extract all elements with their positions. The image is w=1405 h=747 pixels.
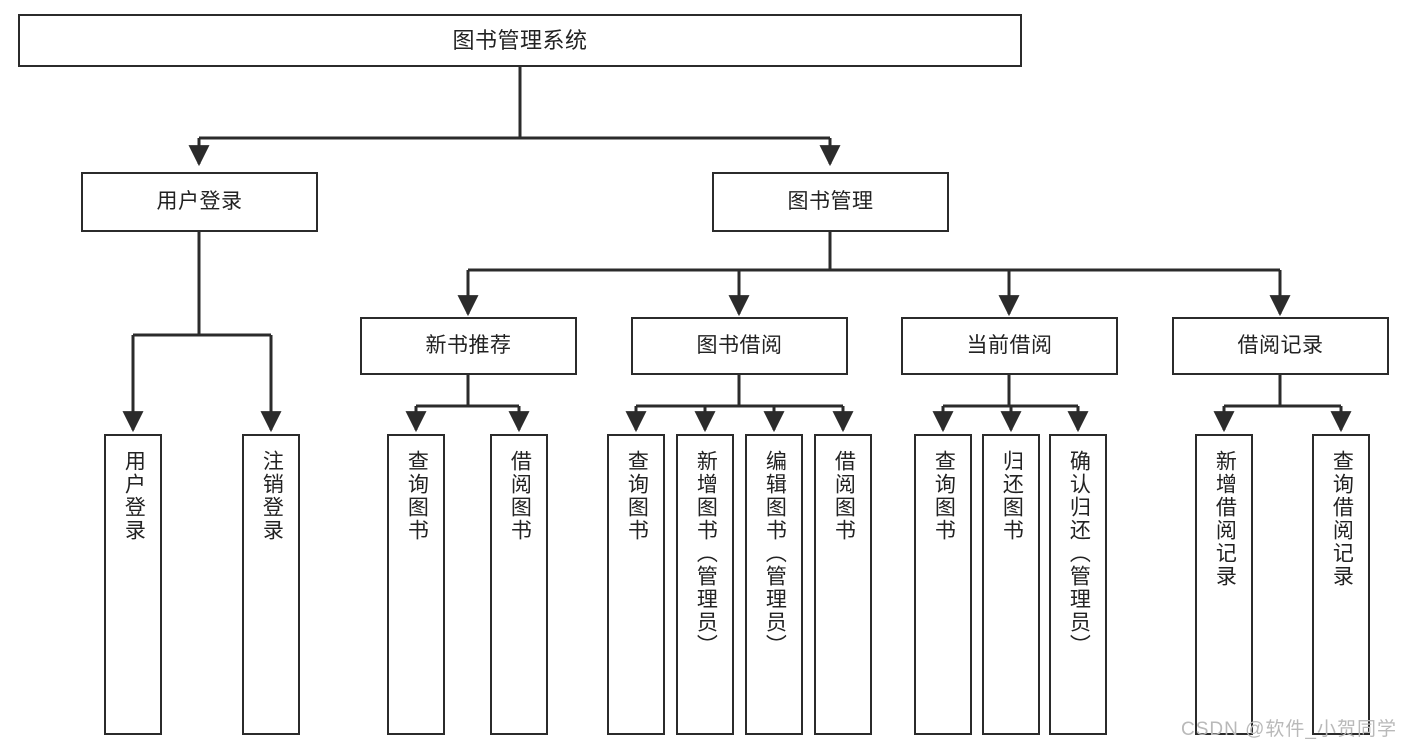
leaf-user-login[interactable]: 用户登录: [104, 434, 162, 735]
node-label: 图书管理: [787, 189, 874, 213]
leaf-add-borrow-record[interactable]: 新增借阅记录: [1195, 434, 1253, 735]
node-label: 用户登录: [156, 189, 243, 213]
leaf-add-book-admin[interactable]: 新增图书（管理员）: [676, 434, 734, 735]
node-label: 确认归还（管理员）: [1067, 450, 1091, 657]
node-label: 查询图书: [625, 450, 649, 542]
node-user-login[interactable]: 用户登录: [81, 172, 318, 232]
node-label: 图书管理系统: [452, 27, 588, 53]
node-label: 借阅图书: [508, 450, 532, 542]
node-label: 查询借阅记录: [1330, 450, 1354, 588]
leaf-query-book-new[interactable]: 查询图书: [387, 434, 445, 735]
leaf-confirm-return-admin[interactable]: 确认归还（管理员）: [1049, 434, 1107, 735]
leaf-borrow-book[interactable]: 借阅图书: [814, 434, 872, 735]
leaf-logout[interactable]: 注销登录: [242, 434, 300, 735]
node-label: 用户登录: [122, 450, 146, 542]
node-book-borrowing[interactable]: 图书借阅: [631, 317, 848, 375]
leaf-edit-book-admin[interactable]: 编辑图书（管理员）: [745, 434, 803, 735]
node-label: 当前借阅: [966, 333, 1053, 357]
node-book-management[interactable]: 图书管理: [712, 172, 949, 232]
node-label: 注销登录: [260, 450, 284, 542]
node-label: 图书借阅: [696, 333, 783, 357]
node-current-borrowing[interactable]: 当前借阅: [901, 317, 1118, 375]
node-label: 借阅图书: [832, 450, 856, 542]
node-label: 借阅记录: [1237, 333, 1324, 357]
node-root-book-management-system[interactable]: 图书管理系统: [18, 14, 1022, 67]
node-label: 新增图书（管理员）: [694, 450, 718, 657]
node-label: 新增借阅记录: [1213, 450, 1237, 588]
node-label: 新书推荐: [425, 333, 512, 357]
node-label: 编辑图书（管理员）: [763, 450, 787, 657]
leaf-query-book-current[interactable]: 查询图书: [914, 434, 972, 735]
node-label: 归还图书: [1000, 450, 1024, 542]
node-borrowing-records[interactable]: 借阅记录: [1172, 317, 1389, 375]
leaf-return-book[interactable]: 归还图书: [982, 434, 1040, 735]
leaf-query-borrow-record[interactable]: 查询借阅记录: [1312, 434, 1370, 735]
node-new-book-recommendation[interactable]: 新书推荐: [360, 317, 577, 375]
csdn-watermark: CSDN @软件_小贺同学: [1181, 719, 1397, 740]
leaf-query-book-borrow[interactable]: 查询图书: [607, 434, 665, 735]
leaf-borrow-book-new[interactable]: 借阅图书: [490, 434, 548, 735]
node-label: 查询图书: [405, 450, 429, 542]
node-label: 查询图书: [932, 450, 956, 542]
